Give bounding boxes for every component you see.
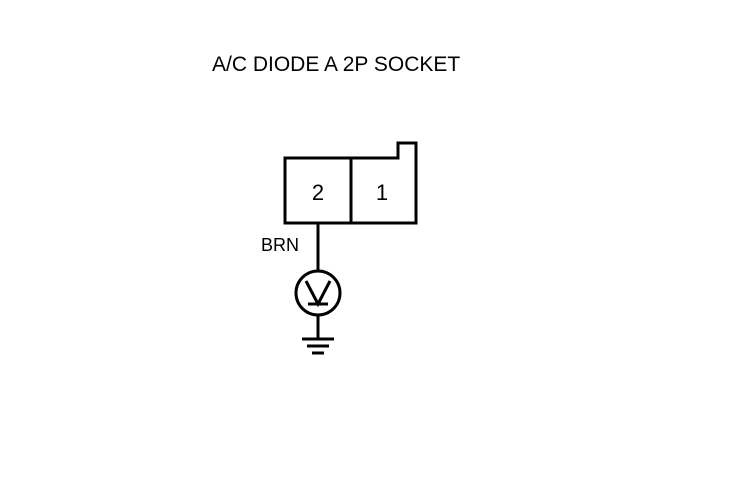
connector-socket: 2 1 — [283, 141, 418, 225]
voltmeter-icon — [294, 269, 342, 317]
connector-housing — [283, 141, 418, 225]
pin-1-label: 1 — [376, 180, 388, 205]
pin-2-label: 2 — [312, 180, 324, 205]
wire-color-label: BRN — [261, 235, 299, 255]
diagram-title: A/C DIODE A 2P SOCKET — [212, 53, 460, 76]
ground-icon — [302, 337, 334, 355]
